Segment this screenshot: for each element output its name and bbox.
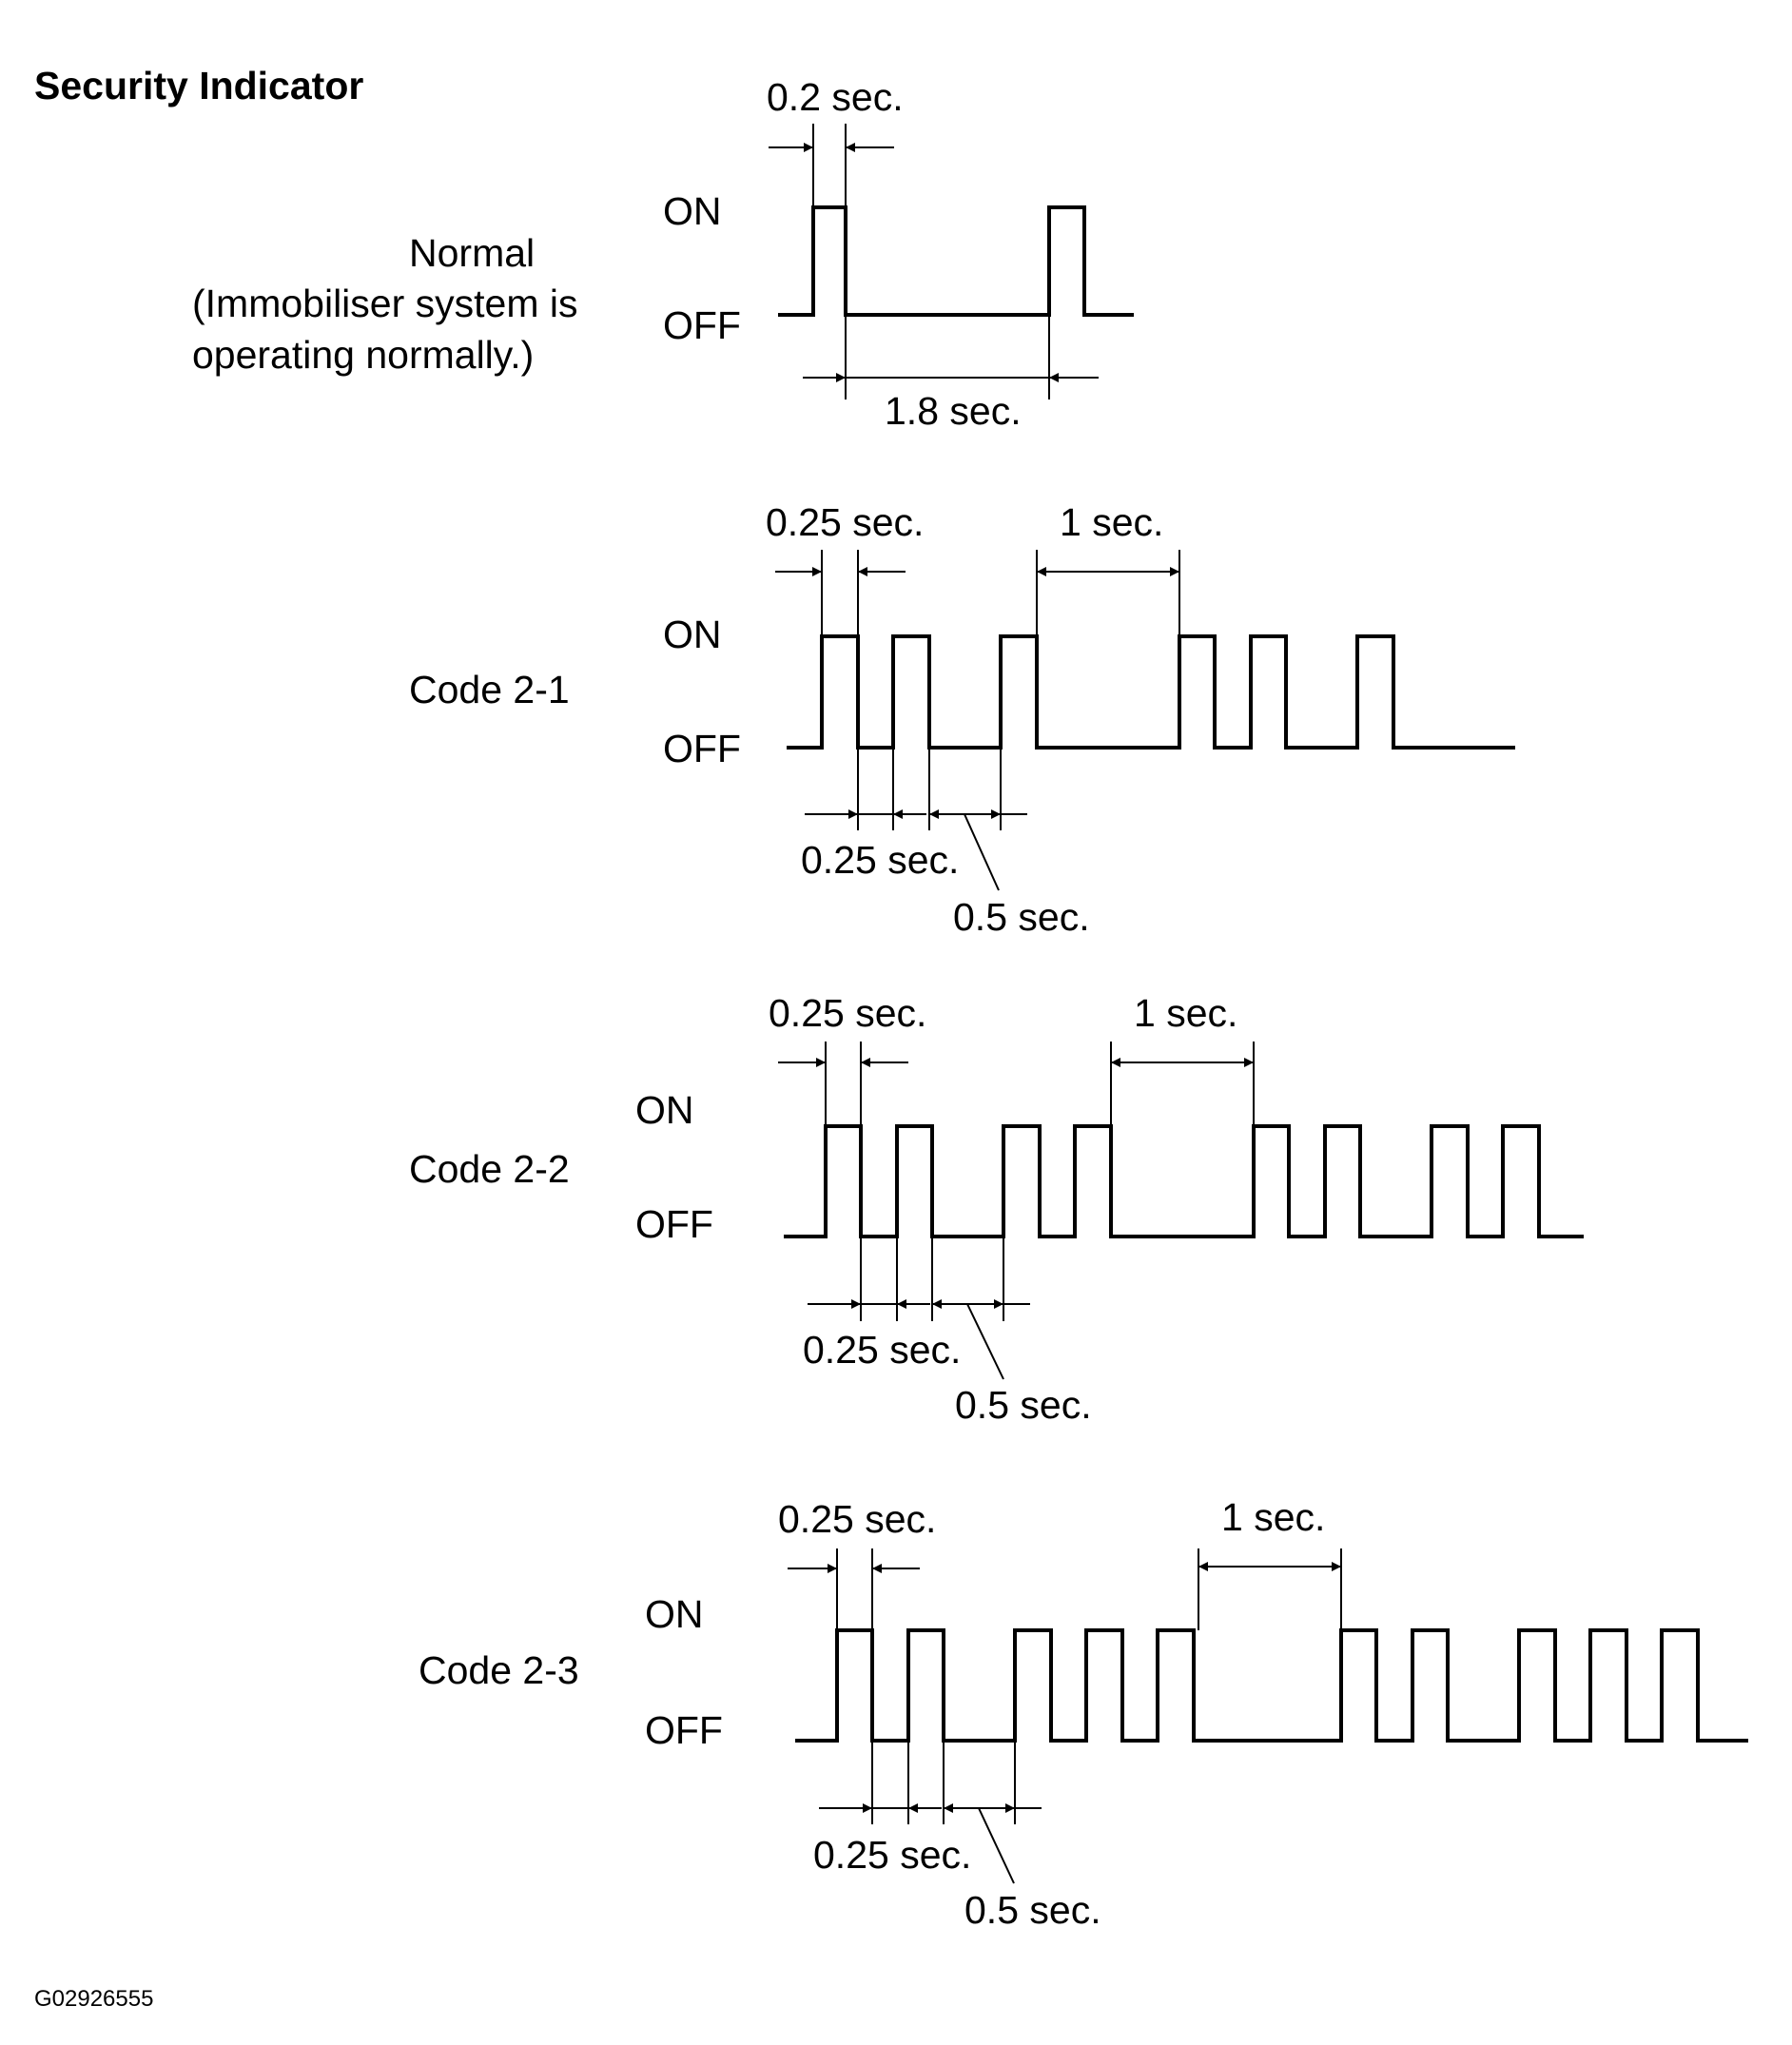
normal-off-label: OFF (663, 303, 741, 347)
code-2-3-pulse-duration: 0.25 sec. (778, 1497, 936, 1541)
code-2-2-pulse-duration: 0.25 sec. (769, 991, 926, 1035)
figure-id: G02926555 (34, 1986, 153, 2012)
code-2-3-on-label: ON (645, 1592, 704, 1636)
code-2-1-short-off-duration: 0.25 sec. (801, 838, 959, 882)
code-2-1-caption: Code 2-1 (409, 668, 570, 711)
code-2-2-on-label: ON (635, 1088, 694, 1132)
code-2-3-waveform (795, 1628, 1748, 1743)
code-2-1-on-label: ON (663, 613, 722, 656)
code-2-2-caption: Code 2-2 (409, 1147, 570, 1191)
normal-caption-line-1: Normal (409, 231, 535, 275)
code-2-2-leader (966, 1303, 1004, 1380)
code-2-1-leader (964, 813, 1000, 891)
code-2-3-long-off-duration: 0.5 sec. (964, 1888, 1101, 1932)
code-2-3-off-label: OFF (645, 1708, 723, 1752)
normal-on-label: ON (663, 189, 722, 233)
normal-waveform (778, 205, 1134, 317)
code-2-2-long-off-duration: 0.5 sec. (955, 1383, 1092, 1427)
code-2-3-leader (978, 1807, 1015, 1884)
code-2-1-long-off-duration: 0.5 sec. (953, 895, 1090, 939)
normal-caption-line-2: (Immobiliser system is (192, 282, 577, 325)
code-2-1-diagram: Code 2-1 ON OFF 0.25 sec. 1 sec. 0.25 se… (409, 500, 1515, 939)
code-2-2-diagram: Code 2-2 ON OFF 0.25 sec. 1 sec. 0.25 se… (409, 991, 1584, 1427)
code-2-1-gap-duration: 1 sec. (1060, 500, 1163, 544)
normal-caption-line-3: operating normally.) (192, 333, 534, 377)
code-2-2-short-off-duration: 0.25 sec. (803, 1328, 961, 1372)
code-2-3-caption: Code 2-3 (419, 1648, 579, 1692)
code-2-2-waveform (784, 1124, 1584, 1238)
code-2-2-gap-duration: 1 sec. (1134, 991, 1237, 1035)
code-2-3-gap-duration: 1 sec. (1221, 1495, 1325, 1539)
code-2-1-waveform (787, 634, 1515, 750)
normal-pulse-duration: 0.2 sec. (767, 75, 904, 119)
code-2-2-off-label: OFF (635, 1202, 713, 1246)
code-2-3-short-off-duration: 0.25 sec. (813, 1833, 971, 1877)
code-2-3-diagram: Code 2-3 ON OFF 0.25 sec. 1 sec. 0.25 se… (419, 1495, 1748, 1932)
normal-diagram: Normal (Immobiliser system is operating … (192, 75, 1134, 433)
normal-gap-duration: 1.8 sec. (885, 389, 1022, 433)
page-title: Security Indicator (34, 64, 363, 107)
code-2-1-off-label: OFF (663, 727, 741, 770)
code-2-1-pulse-duration: 0.25 sec. (766, 500, 924, 544)
